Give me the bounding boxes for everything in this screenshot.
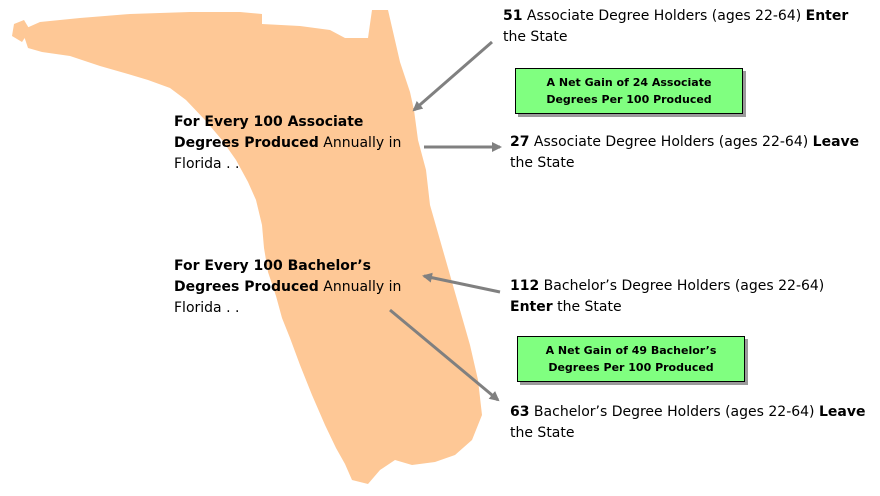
associate-net-gain-text: A Net Gain of 24 Associate Degrees Per 1… <box>546 76 712 106</box>
bachelor-leave-verb: Leave <box>818 404 866 420</box>
bachelor-enter-count: 112 <box>510 278 540 294</box>
associate-enter-count: 51 <box>503 8 523 24</box>
associate-enter-tail: the State <box>503 29 568 45</box>
associate-lead-text: For Every 100 Associate Degrees Produced… <box>174 112 410 175</box>
bachelor-lead-bold: For Every 100 Bachelor’s Degrees Produce… <box>174 258 372 295</box>
bachelor-enter-verb: Enter <box>510 299 553 315</box>
bachelor-net-gain-box: A Net Gain of 49 Bachelor’s Degrees Per … <box>517 336 745 382</box>
bachelor-lead-text: For Every 100 Bachelor’s Degrees Produce… <box>174 256 410 319</box>
associate-leave-verb: Leave <box>812 134 860 150</box>
associate-lead-rest: Annually in Florida . . <box>174 135 402 172</box>
associate-leave-desc: Associate Degree Holders (ages 22-64) <box>529 134 813 150</box>
associate-leave-tail: the State <box>510 155 575 171</box>
associate-net-gain-box: A Net Gain of 24 Associate Degrees Per 1… <box>515 68 743 114</box>
associate-enter-arrow <box>412 40 493 112</box>
bachelor-leave-text: 63 Bachelor’s Degree Holders (ages 22-64… <box>510 402 870 444</box>
bachelor-leave-count: 63 <box>510 404 530 420</box>
bachelor-net-gain-text: A Net Gain of 49 Bachelor’s Degrees Per … <box>545 344 717 374</box>
florida-state-shape <box>22 10 482 484</box>
bachelor-enter-arrow <box>422 272 501 294</box>
bachelor-enter-desc: Bachelor’s Degree Holders (ages 22-64) <box>539 278 825 294</box>
associate-enter-desc: Associate Degree Holders (ages 22-64) <box>522 8 806 24</box>
bachelor-leave-arrow <box>389 308 500 402</box>
bachelor-leave-desc: Bachelor’s Degree Holders (ages 22-64) <box>529 404 819 420</box>
associate-enter-text: 51 Associate Degree Holders (ages 22-64)… <box>503 6 863 48</box>
associate-lead-bold: For Every 100 Associate Degrees Produced <box>174 114 364 151</box>
bachelor-enter-text: 112 Bachelor’s Degree Holders (ages 22-6… <box>510 276 855 318</box>
bachelor-lead-rest: Annually in Florida . . <box>174 279 402 316</box>
associate-enter-verb: Enter <box>805 8 849 24</box>
associate-leave-count: 27 <box>510 134 530 150</box>
associate-leave-text: 27 Associate Degree Holders (ages 22-64)… <box>510 132 870 174</box>
bachelor-enter-tail: the State <box>552 299 622 315</box>
panhandle-tip <box>12 20 30 42</box>
bachelor-leave-tail: the State <box>510 425 575 441</box>
